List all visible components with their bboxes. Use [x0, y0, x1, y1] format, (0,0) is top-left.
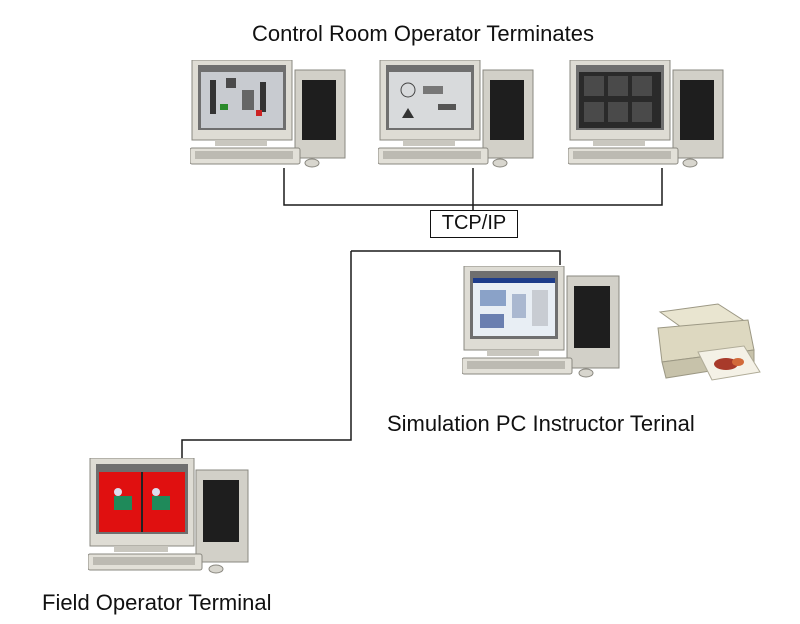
control-room-pc-2 — [378, 60, 534, 168]
printer — [657, 303, 761, 381]
control-room-pc-3 — [568, 60, 724, 168]
diagram-title: Control Room Operator Terminates — [252, 21, 594, 46]
field-terminal-label: Field Operator Terminal — [42, 590, 272, 615]
field-link — [181, 251, 352, 458]
simulation-pc — [462, 266, 620, 378]
simulation-link — [351, 250, 561, 265]
tcp-ip-hub: TCP/IP — [430, 210, 518, 238]
field-operator-pc — [88, 458, 249, 574]
simulation-terminal-label: Simulation PC Instructor Terinal — [387, 411, 695, 436]
control-room-pc-1 — [190, 60, 346, 168]
